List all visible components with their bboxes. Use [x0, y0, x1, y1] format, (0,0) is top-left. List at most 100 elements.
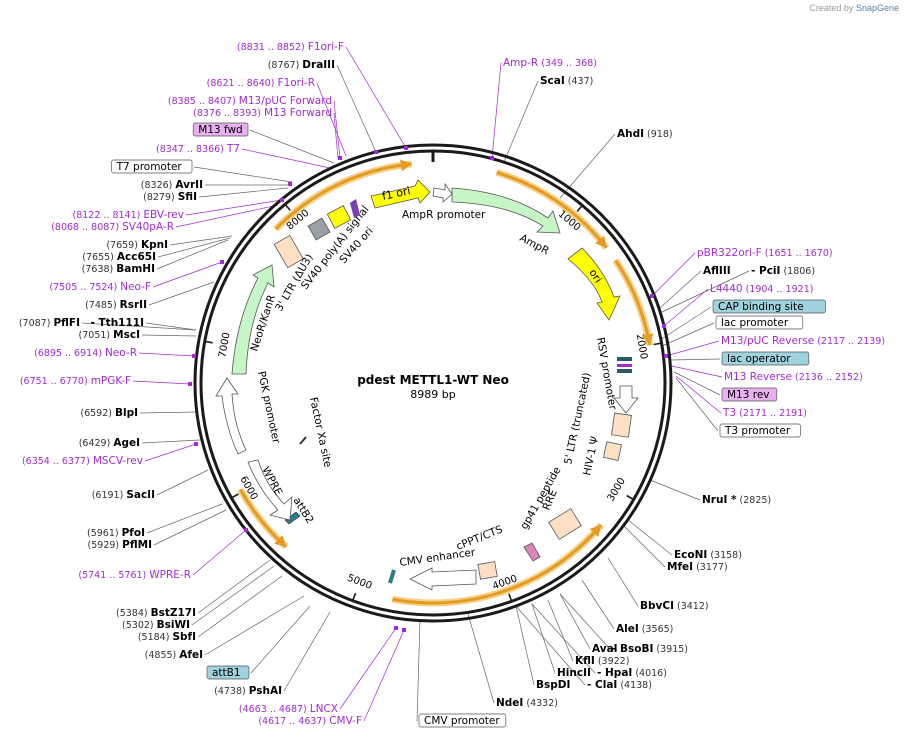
leader-line: [627, 519, 673, 556]
site-label: (4663 .. 4687) LNCX: [239, 703, 338, 715]
leader-line: [531, 603, 556, 674]
site-label: ScaI (437): [540, 75, 593, 87]
site-name: PflMI: [122, 539, 152, 551]
site-position: (8767): [268, 60, 303, 71]
site-position: (349 .. 368): [538, 58, 597, 69]
feature-tag-box: [721, 351, 810, 366]
feature-tag-label: M13 rev: [727, 389, 770, 401]
site-name: EcoNI: [674, 549, 707, 561]
attb2-label: attB2: [290, 495, 315, 526]
site-label: (6354 .. 6377) MSCV-rev: [22, 455, 143, 467]
site-position: (5929): [88, 540, 123, 551]
site-name: AfeI: [179, 649, 203, 661]
site-name: BbvCI: [640, 600, 674, 612]
leader-line: [141, 334, 197, 337]
site-label: AvaI: [592, 643, 618, 655]
primer-site-mark: [394, 626, 398, 630]
site-name: F1ori-F: [308, 41, 344, 53]
leader-line: [491, 62, 502, 159]
f1-ori-label: f1 ori: [381, 184, 412, 203]
site-name: DraIII: [302, 59, 335, 71]
leader-line: [146, 503, 223, 534]
ltr3-box: [273, 234, 304, 269]
leader-line: [339, 627, 397, 710]
site-label: NruI * (2825): [702, 494, 771, 506]
rre-box: [548, 508, 582, 540]
site-position: (8068 .. 8087): [51, 222, 122, 233]
leader-line: [503, 80, 539, 163]
site-name: ScaI: [540, 75, 565, 87]
site-name: BsiWI: [157, 619, 190, 631]
site-label: (5741 .. 5761) WPRE-R: [78, 569, 191, 581]
site-name: SfiI: [178, 191, 197, 203]
site-labels: (8831 .. 8852) F1ori-F(8767) DraIII(8621…: [19, 41, 885, 728]
leader-line: [249, 129, 335, 164]
site-label: HincII: [557, 667, 591, 679]
site-position: (6592): [80, 408, 115, 419]
sv40-ori-box: [326, 205, 352, 229]
site-label: (5961) PfoI: [87, 527, 145, 539]
site-label: pBR322ori-F (1651 .. 1670): [697, 247, 833, 259]
factor-xa-marker: [299, 436, 307, 445]
leader-line: [531, 603, 596, 674]
leader-line: [139, 411, 197, 414]
site-position: (8376 .. 8393): [193, 108, 264, 119]
gp41-marker: [523, 542, 541, 562]
site-position: (4138): [617, 680, 652, 691]
leader-line: [316, 82, 347, 157]
site-label: (4617 .. 4637) CMV-F: [258, 715, 362, 727]
leader-line: [581, 579, 615, 630]
primer-site-mark: [288, 182, 292, 186]
site-name: WPRE-R: [149, 569, 191, 581]
pgk-promoter-label: PGK promoter: [255, 370, 282, 445]
site-name: T7: [226, 143, 240, 155]
credit: Created by SnapGene: [809, 3, 899, 13]
site-name: AhdI: [617, 128, 644, 140]
leader-line: [156, 239, 229, 270]
feature-tag-label: lac operator: [727, 353, 791, 365]
site-position: (8279): [143, 192, 178, 203]
leader-line: [148, 281, 215, 306]
site-label: BbvCI (3412): [640, 600, 709, 612]
m13-marker: [617, 364, 632, 367]
feature-tag-box: [111, 159, 193, 174]
site-label: (7051) MscI: [79, 329, 140, 341]
attb2-marker: [284, 511, 301, 525]
site-label: L4440 (1904 .. 1921): [710, 283, 813, 295]
site-label: - ClaI (4138): [587, 679, 652, 691]
site-name: Neo-F: [120, 281, 151, 293]
leader-line: [132, 380, 191, 385]
feature-tag-box: [206, 665, 250, 680]
leader-line: [197, 575, 283, 638]
tick-mark: [351, 592, 357, 601]
leader-line: [141, 439, 201, 444]
site-label: (5184) SbfI: [138, 631, 196, 643]
site-name: BamHI: [116, 263, 155, 275]
site-label: (8326) AvrII: [141, 179, 203, 191]
site-name: SacII: [126, 489, 155, 501]
site-label: T3 (2171 .. 2191): [722, 407, 807, 419]
tick-mark: [508, 593, 513, 602]
leader-line: [416, 619, 421, 722]
site-position: (8385 .. 8407): [168, 96, 239, 107]
site-label: AhdI (918): [617, 128, 673, 140]
site-name: M13/pUC Reverse: [721, 335, 814, 347]
leader-line: [675, 375, 722, 414]
primer-site-mark: [490, 156, 494, 160]
feature-tag-box: [192, 122, 249, 137]
site-label: (4738) PshAI: [214, 685, 282, 697]
site-label: (7505 .. 7524) Neo-F: [49, 281, 151, 293]
tick-mark: [284, 203, 291, 211]
ring-arrow: [274, 162, 412, 231]
cppt-box: [477, 561, 498, 580]
site-name: AflIII: [703, 265, 731, 277]
site-position: (437): [565, 76, 594, 87]
cmv-enhancer-arrow: [409, 567, 477, 591]
f1-ori-arrow: [370, 179, 431, 209]
site-name: AgeI: [113, 437, 140, 449]
site-label: (7638) BamHI: [82, 263, 155, 275]
leader-line: [649, 479, 701, 501]
psi-box: [603, 441, 622, 461]
primer-site-mark: [338, 156, 342, 160]
site-label: (8376 .. 8393) M13 Forward: [193, 107, 332, 119]
